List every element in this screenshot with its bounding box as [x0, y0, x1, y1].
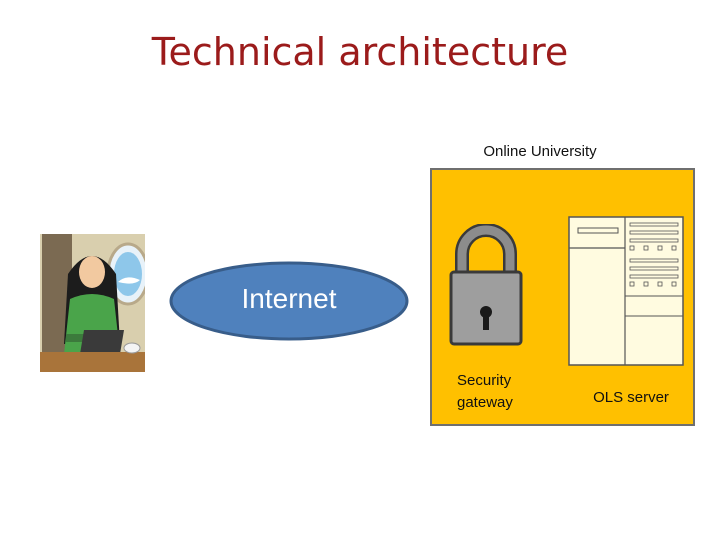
- ols-server-label: OLS server: [593, 389, 669, 406]
- security-gateway-label-line2: gateway: [457, 394, 513, 411]
- user-laptop-illustration: [40, 234, 145, 372]
- slide-title: Technical architecture: [151, 30, 569, 74]
- server-icon: [568, 216, 684, 366]
- lock-icon: [449, 224, 523, 346]
- security-gateway-label: Security gateway: [457, 370, 547, 414]
- online-university-label: Online University: [483, 143, 597, 160]
- security-gateway-label-line1: Security: [457, 372, 512, 389]
- internet-cloud: [169, 261, 409, 341]
